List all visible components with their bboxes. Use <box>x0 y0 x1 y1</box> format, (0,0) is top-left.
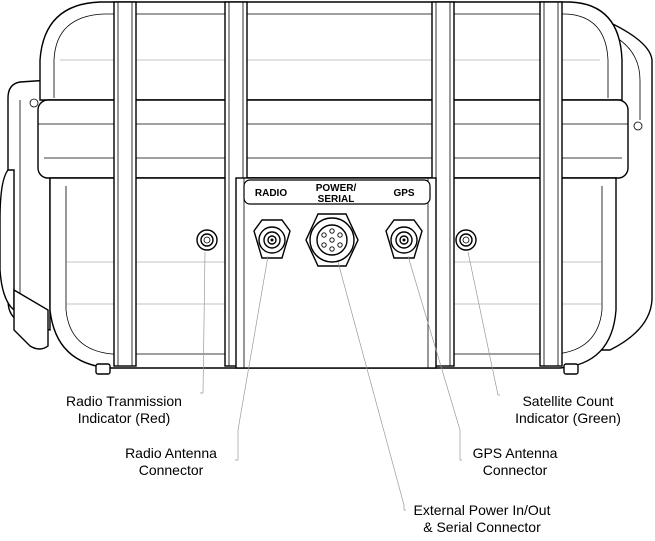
radio-antenna-connector <box>253 219 291 259</box>
power-callout-line1: External Power In/Out <box>414 502 551 518</box>
straps <box>113 1 563 367</box>
feet <box>95 363 579 375</box>
radio-tx-indicator <box>196 229 218 251</box>
power-panel-label-line1: POWER/ <box>316 183 357 194</box>
radio-panel-label: RADIO <box>255 188 287 199</box>
power-callout-line2: & Serial Connector <box>423 519 541 535</box>
power-serial-connector <box>305 213 359 267</box>
power-panel-label-line2: SERIAL <box>318 194 355 205</box>
connector-plate <box>235 177 437 369</box>
gps-panel-label: GPS <box>393 188 414 199</box>
radio-tx-callout-line1: Radio Tranmission <box>66 393 182 409</box>
leader-lines <box>200 251 500 511</box>
gps-antenna-connector <box>385 219 423 259</box>
gps-antenna-callout-line2: Connector <box>483 462 548 478</box>
satellite-callout-line2: Indicator (Green) <box>515 410 621 426</box>
radio-tx-callout-line2: Indicator (Red) <box>78 410 171 426</box>
case-body <box>37 1 629 369</box>
radio-antenna-callout-line1: Radio Antenna <box>125 445 217 461</box>
gps-antenna-callout-line1: GPS Antenna <box>473 445 558 461</box>
radio-antenna-callout-line2: Connector <box>139 462 204 478</box>
satellite-callout-line1: Satellite Count <box>522 393 613 409</box>
satellite-count-indicator <box>455 229 477 251</box>
